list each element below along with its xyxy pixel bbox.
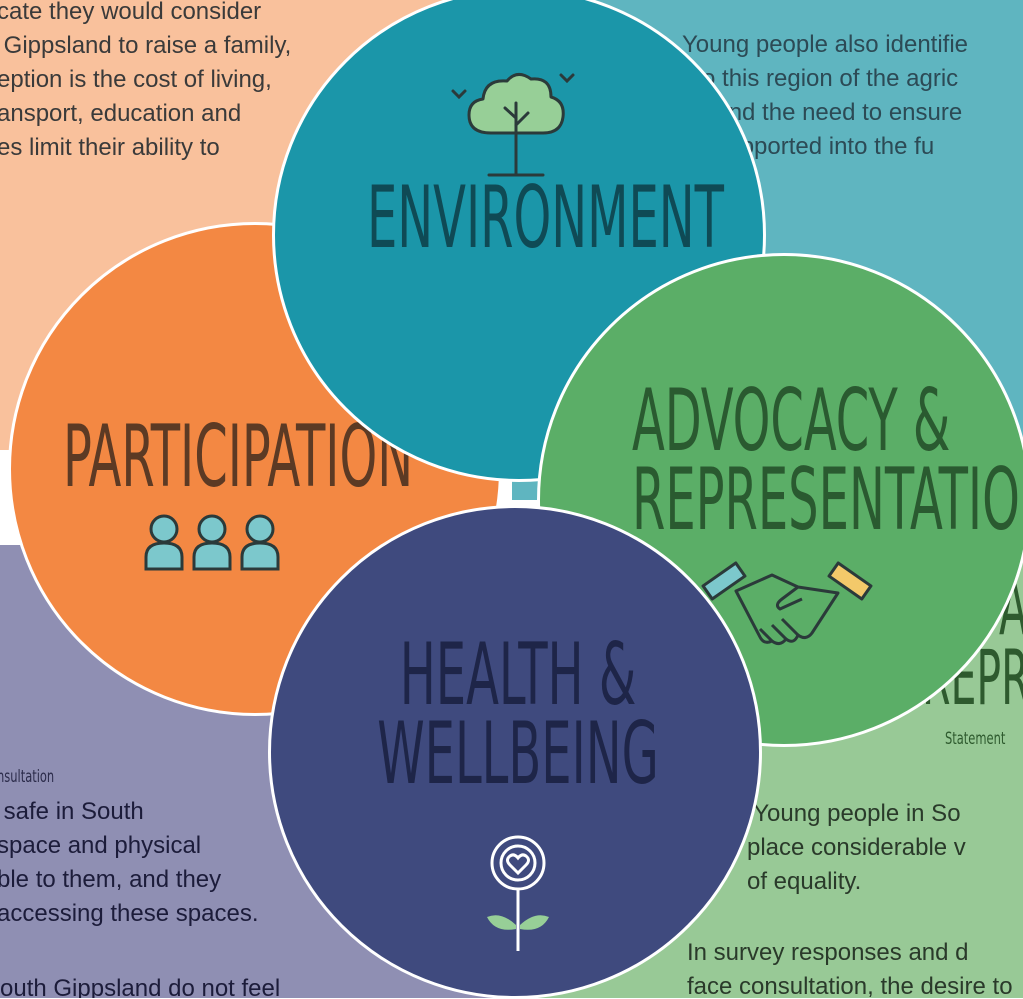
bottom-right-text-2: In survey responses and d face consultat… (687, 939, 1013, 998)
tree-icon (451, 73, 575, 177)
bottom-right-text: Young people in So place considerable v … (747, 800, 966, 895)
health-circle: HEALTH & WELLBEING (268, 505, 762, 999)
participation-title: PARTICIPATION (63, 407, 414, 507)
bottom-left-cut-text: outh Gippsland do not feel (0, 975, 281, 998)
people-icon (144, 514, 280, 571)
advocacy-title: ADVOCACY & REPRESENTATION (632, 371, 1023, 551)
flower-heart-icon (487, 835, 549, 951)
bottom-left-caption: nsultation (0, 767, 55, 787)
bottom-left-text: safe in South space and physical ble to … (0, 798, 259, 927)
top-left-text: cate they would consider Gippsland to ra… (0, 0, 292, 161)
handshake-icon (701, 561, 873, 646)
health-title: HEALTH & WELLBEING (377, 625, 659, 805)
environment-title: ENVIRONMENT (367, 168, 724, 268)
advocacy-circle: ADVOCACY & REPRESENTATION (537, 253, 1023, 747)
bottom-right-caption: Statement (945, 729, 1006, 749)
